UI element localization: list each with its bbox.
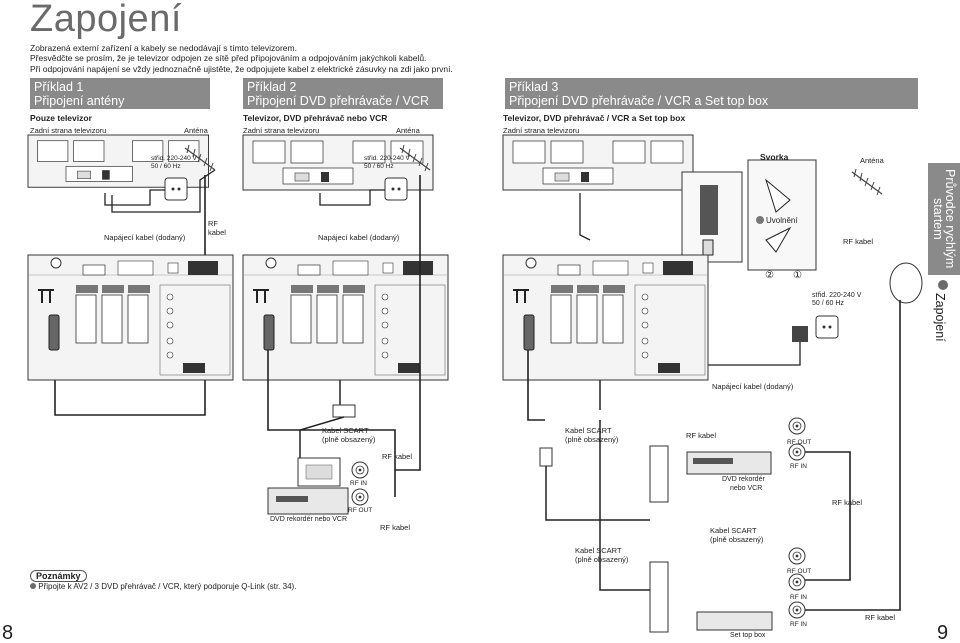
example1-subtitle: Pouze televizor xyxy=(30,113,92,123)
rf-in-label: RF IN xyxy=(790,594,807,601)
tv-back-label: Zadní strana televizoru xyxy=(30,126,107,135)
scart-cable-label: Kabel SCART xyxy=(710,526,757,535)
scart-cable-label: (plně obsazený) xyxy=(575,555,629,564)
power-cable-label: Napájecí kabel (dodaný) xyxy=(318,233,400,242)
intro-line: Při odpojování napájení se vždy jednozna… xyxy=(30,63,453,74)
rf-plug xyxy=(48,314,60,351)
example2-banner: Příklad 2 Připojení DVD přehrávače / VCR xyxy=(243,78,443,109)
tv-back-label: Zadní strana televizoru xyxy=(503,126,580,135)
antenna-label: Anténa xyxy=(860,156,885,165)
page-title: Zapojení xyxy=(30,0,182,40)
rf-cable-label: RF kabel xyxy=(686,431,716,440)
intro-line: Zobrazená externí zařízení a kabely se n… xyxy=(30,43,297,53)
power-plug xyxy=(792,326,808,342)
release-label: Uvolnění xyxy=(766,216,798,225)
example3-banner: Příklad 3 Připojení DVD přehrávače / VCR… xyxy=(505,78,918,109)
sidebar-section-label: Zapojení xyxy=(933,293,947,342)
banner-title: Příklad 3 xyxy=(509,80,559,94)
scart-cable-label: Kabel SCART xyxy=(322,426,369,435)
note-text: Připojte k AV2 / 3 DVD přehrávač / VCR, … xyxy=(30,582,296,591)
rf-in-label: RF IN xyxy=(790,463,807,470)
banner-title: Příklad 2 xyxy=(247,80,297,94)
scart-cable-label: (plně obsazený) xyxy=(565,435,619,444)
rf-cable-label: RF kabel xyxy=(843,237,873,246)
rf-out-label: RF OUT xyxy=(787,439,811,446)
banner-subtitle: Připojení antény xyxy=(34,94,125,108)
device-label: DVD rekordér xyxy=(722,476,765,483)
power-freq: 50 / 60 Hz xyxy=(151,163,181,170)
power-spec: střid. 220-240 V xyxy=(812,292,862,299)
step-1-label: ① xyxy=(793,270,802,281)
scart-socket xyxy=(649,561,669,633)
tv-back-label: Zadní strana televizoru xyxy=(243,126,320,135)
example3-subtitle: Televizor, DVD přehrávač / VCR a Set top… xyxy=(503,113,686,123)
rf-plug xyxy=(523,314,535,351)
set-top-box xyxy=(696,611,773,631)
power-cable-label: Napájecí kabel (dodaný) xyxy=(104,233,186,242)
bullet-icon xyxy=(30,583,36,589)
banner-subtitle: Připojení DVD přehrávače / VCR xyxy=(247,94,430,108)
step-2-label: ② xyxy=(765,270,774,281)
rf-cable-label: RF xyxy=(208,219,218,228)
power-cable-label: Napájecí kabel (dodaný) xyxy=(712,382,794,391)
device-label: Set top box xyxy=(730,632,766,639)
intro-line: Přesvědčte se prosím, že je televizor od… xyxy=(30,53,427,64)
rf-plug xyxy=(263,314,275,351)
device-label: nebo VCR xyxy=(730,485,762,492)
device-label: DVD rekordér nebo VCR xyxy=(270,516,347,523)
power-freq: 50 / 60 Hz xyxy=(364,163,394,170)
quick-start-tab: Průvodce rychlým startem xyxy=(928,163,960,275)
page-number-left: 8 xyxy=(2,622,14,643)
scart-cable-label: (plně obsazený) xyxy=(322,435,376,444)
tab-line: startem xyxy=(931,198,945,240)
power-spec: střid. 220-240 V xyxy=(151,155,198,162)
rf-out-label: RF OUT xyxy=(787,568,811,575)
banner-title: Příklad 1 xyxy=(34,80,84,94)
scart-plug xyxy=(332,404,356,418)
bullet-icon xyxy=(756,216,764,224)
rf-cable-label: RF kabel xyxy=(865,613,895,622)
banner-subtitle: Připojení DVD přehrávače / VCR a Set top… xyxy=(509,94,769,108)
note-heading: Poznámky xyxy=(30,570,87,582)
scart-socket xyxy=(297,457,341,487)
satellite-dish xyxy=(889,262,923,304)
scart-cable-label: (plně obsazený) xyxy=(710,535,764,544)
power-freq: 50 / 60 Hz xyxy=(812,300,844,307)
rf-cable-label: RF kabel xyxy=(380,523,410,532)
scart-cable-label: Kabel SCART xyxy=(575,546,622,555)
rf-out-label: RF OUT xyxy=(348,507,372,514)
example1-banner: Příklad 1 Připojení antény xyxy=(30,78,210,109)
bullet-icon xyxy=(938,280,948,290)
rf-in-label: RF IN xyxy=(790,621,807,628)
tab-line: Průvodce rychlým xyxy=(943,169,957,269)
antenna-label: Anténa xyxy=(396,126,420,135)
rf-cable-label: RF kabel xyxy=(382,452,412,461)
quick-start-tab-text: Průvodce rychlým startem xyxy=(931,163,957,275)
power-spec: střid. 220-240 V xyxy=(364,155,411,162)
rf-cable-label: kabel xyxy=(208,228,226,237)
antenna-label: Anténa xyxy=(184,126,208,135)
page-number-right: 9 xyxy=(937,622,949,643)
intro-text: Zobrazená externí zařízení a kabely se n… xyxy=(30,43,453,74)
rf-in-label: RF IN xyxy=(350,480,367,487)
note-text-content: Připojte k AV2 / 3 DVD přehrávač / VCR, … xyxy=(38,582,297,591)
rf-cable-label: RF kabel xyxy=(832,498,862,507)
clamp-label: Svorka xyxy=(760,152,789,162)
scart-socket xyxy=(649,445,669,503)
release-detail-box xyxy=(747,159,817,271)
scart-cable-label: Kabel SCART xyxy=(565,426,612,435)
example2-subtitle: Televizor, DVD přehrávač nebo VCR xyxy=(243,113,388,123)
